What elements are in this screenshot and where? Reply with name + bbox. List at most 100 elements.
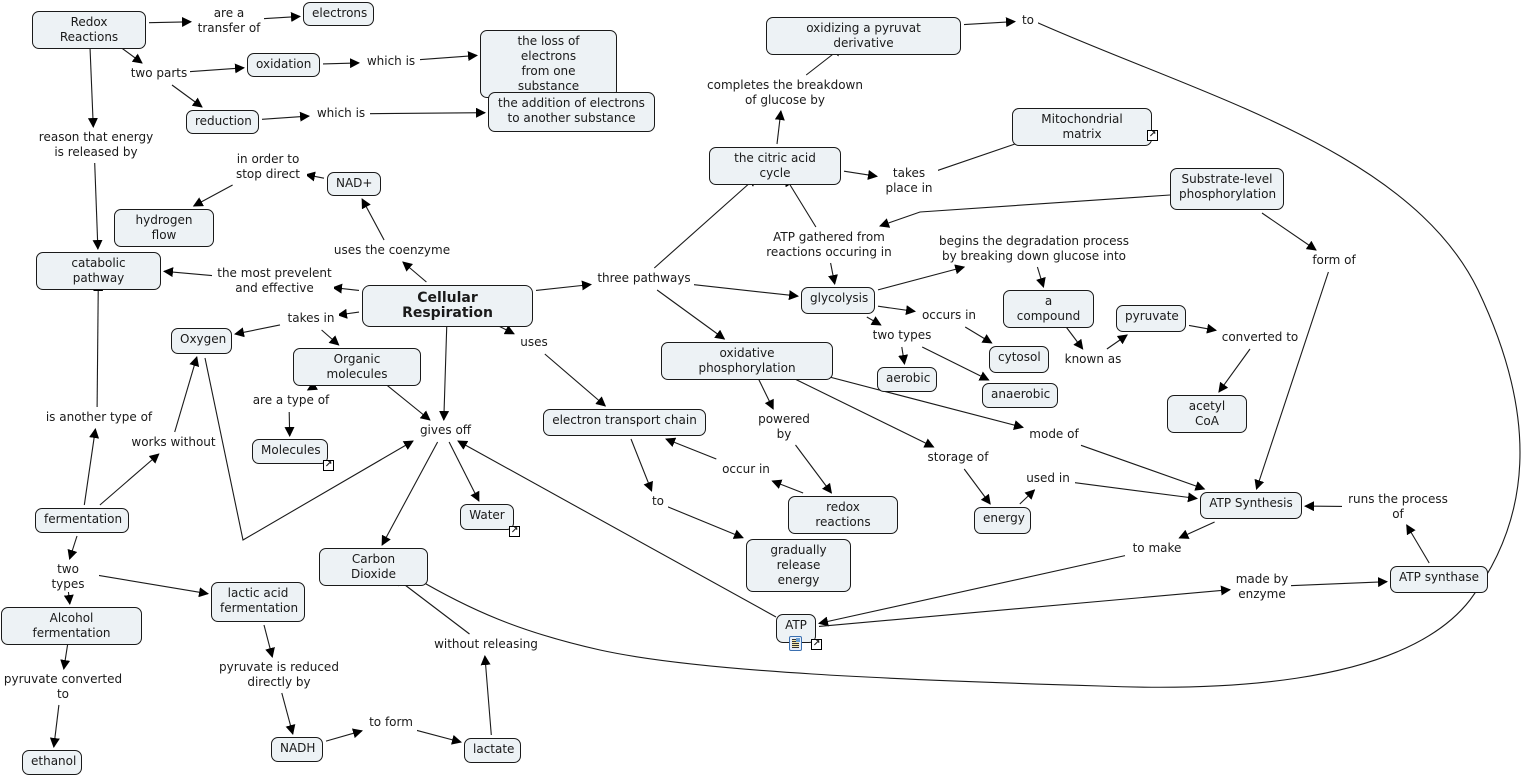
connection-oxidation-to-p-whichis1[interactable] [322, 58, 360, 69]
connection-p-atpgathered-to-citric[interactable] [784, 176, 817, 228]
connection-p-occurin-to-etc[interactable] [665, 437, 717, 460]
connection-p-to-etc-to-gradual[interactable] [666, 505, 744, 539]
connection-p-anothertype-to-catabolic[interactable] [93, 281, 104, 408]
concept-loss[interactable]: the loss of electrons from one substance [480, 30, 617, 98]
connection-p-workswithout-to-oxygen[interactable] [174, 356, 200, 433]
connection-p-toform-to-lactate[interactable] [415, 729, 462, 745]
linking-phrase-p-coenzyme[interactable]: uses the coenzyme [331, 243, 453, 259]
connection-p-uses-to-etc[interactable] [544, 353, 607, 407]
linking-phrase-p-runs[interactable]: runs the process of [1345, 492, 1451, 522]
concept-oxphos[interactable]: oxidative phosphorylation [661, 342, 833, 380]
concept-oxidation[interactable]: oxidation [247, 53, 320, 77]
concept-anaerobic[interactable]: anaerobic [982, 383, 1058, 408]
connection-cr-to-p-three[interactable] [535, 280, 592, 291]
linking-phrase-p-begins[interactable]: begins the degradation process by breaki… [936, 234, 1132, 264]
connection-p-transfer-to-electrons[interactable] [262, 11, 301, 22]
connection-reduction-to-p-whichis2[interactable] [261, 111, 310, 122]
connection-p-convto-to-acetyl[interactable] [1218, 348, 1251, 393]
linking-phrase-p-prevelent[interactable]: the most prevelent and effective [215, 266, 334, 296]
concept-ethanol[interactable]: ethanol [22, 750, 82, 775]
connection-fermentation-to-p-twotypes-f[interactable] [67, 535, 78, 560]
connection-oxphos-to-p-modeof[interactable] [810, 371, 1024, 430]
shortcut-link-icon[interactable]: ↗ [1147, 130, 1158, 141]
concept-oxpyr[interactable]: oxidizing a pyruvat derivative [766, 17, 961, 55]
concept-water[interactable]: Water [460, 504, 514, 530]
connection-p-coenzyme-to-nad[interactable] [361, 198, 385, 241]
linking-phrase-p-whichis2[interactable]: which is [312, 106, 370, 122]
connection-oxpyr-to-p-to-top[interactable] [963, 17, 1016, 28]
linking-phrase-p-typeof[interactable]: are a type of [249, 393, 333, 409]
concept-lactic[interactable]: lactic acid fermentation [211, 582, 305, 622]
linking-phrase-p-occursin[interactable]: occurs in [918, 308, 980, 324]
connection-p-modeof-to-atpsyn[interactable] [1080, 444, 1206, 491]
concept-redox2[interactable]: redox reactions [788, 496, 898, 534]
connection-p-typeof-to-molecules[interactable] [284, 411, 295, 437]
concept-atpsyn[interactable]: ATP Synthesis [1200, 492, 1302, 519]
concept-etc[interactable]: electron transport chain [543, 409, 706, 436]
linking-phrase-p-inorder[interactable]: in order to stop direct [229, 152, 307, 182]
linking-phrase-p-powered[interactable]: powered by [754, 412, 814, 442]
linking-phrase-p-whichis1[interactable]: which is [362, 54, 420, 70]
connection-glycolysis-to-p-begins[interactable] [877, 264, 966, 291]
connection-p-twoparts-to-reduction[interactable] [171, 84, 203, 108]
connection-oxygen-to-p-givesoff[interactable] [204, 357, 414, 541]
concept-glycolysis[interactable]: glycolysis [801, 287, 875, 314]
concept-citric[interactable]: the citric acid cycle [709, 147, 841, 185]
linking-phrase-p-completes[interactable]: completes the breakdown of glucose by [704, 78, 866, 108]
connection-p-givesoff-to-water[interactable] [448, 441, 480, 502]
concept-aerobic[interactable]: aerobic [877, 367, 937, 392]
shortcut-link-icon[interactable]: ↗ [811, 639, 822, 650]
connection-cr-to-p-givesoff[interactable] [439, 317, 450, 421]
linking-phrase-p-convto[interactable]: converted to [1219, 330, 1301, 346]
connection-p-madeby-to-atpase[interactable] [1289, 577, 1388, 588]
linking-phrase-p-withoutrel[interactable]: without releasing [430, 637, 542, 653]
connection-p-occursin-to-cytosol[interactable] [964, 326, 993, 344]
concept-mito[interactable]: Mitochondrial matrix [1012, 108, 1152, 146]
linking-phrase-p-takesplace[interactable]: takes place in [880, 166, 938, 196]
connection-p-to-top-to-co2[interactable] [413, 21, 1521, 688]
connection-p-givesoff-to-co2[interactable] [381, 441, 439, 546]
connection-p-whichis2-to-addition[interactable] [368, 107, 486, 118]
concept-pyruvate[interactable]: pyruvate [1116, 305, 1186, 332]
connection-redox-to-p-reason[interactable] [87, 39, 98, 128]
connection-p-twotypes-f-to-lactic[interactable] [97, 574, 209, 598]
connection-p-pyrreduced-to-nadh[interactable] [281, 692, 296, 735]
concept-acetyl[interactable]: acetyl CoA [1167, 395, 1247, 433]
linking-phrase-p-three[interactable]: three pathways [594, 271, 694, 287]
connection-atp-to-p-madeby[interactable] [818, 585, 1231, 627]
connection-p-pyrconv-to-ethanol[interactable] [49, 704, 60, 748]
linking-phrase-p-takesin[interactable]: takes in [283, 311, 339, 327]
concept-compound[interactable]: a compound [1003, 290, 1094, 328]
connection-p-powered-to-redox2[interactable] [795, 444, 832, 494]
connection-p-atpgathered-to-glycolysis[interactable] [828, 262, 838, 285]
shortcut-link-icon[interactable]: ↗ [323, 460, 334, 471]
connection-redox-to-p-transfer[interactable] [148, 16, 192, 27]
connection-atp-to-p-givesoff[interactable] [457, 440, 777, 618]
connection-atpase-to-p-runs[interactable] [1406, 524, 1430, 564]
connection-p-whichis1-to-loss[interactable] [418, 51, 478, 62]
connection-p-takesin-to-organic[interactable] [321, 329, 340, 346]
linking-phrase-p-anothertype[interactable]: is another type of [43, 410, 155, 426]
connection-lactate-to-p-withoutrel[interactable] [480, 655, 492, 736]
concept-alcohol[interactable]: Alcohol fermentation [1, 607, 142, 645]
linking-phrase-p-formof[interactable]: form of [1308, 253, 1360, 269]
connection-oxphos-to-p-storage[interactable] [780, 371, 935, 448]
connection-p-knownas-to-pyruvate[interactable] [1106, 334, 1128, 350]
concept-hflow[interactable]: hydrogen flow [114, 209, 214, 247]
connection-citric-to-p-completes[interactable] [774, 110, 785, 145]
connection-p-withoutrel-to-co2[interactable] [393, 576, 470, 635]
connection-p-three-to-citric[interactable] [653, 176, 758, 269]
concept-addition[interactable]: the addition of electrons to another sub… [488, 92, 655, 132]
connection-energy-to-p-usedin[interactable] [1019, 489, 1036, 505]
attached-document-icon[interactable] [789, 636, 802, 651]
linking-phrase-p-usedin[interactable]: used in [1021, 471, 1075, 487]
connection-substrate-to-p-formof[interactable] [1261, 212, 1317, 251]
connection-p-inorder-to-hflow[interactable] [192, 184, 233, 207]
connection-p-three-to-glycolysis[interactable] [692, 284, 799, 301]
concept-organic[interactable]: Organic molecules [293, 348, 421, 386]
connection-citric-to-p-takesplace[interactable] [843, 169, 878, 180]
linking-phrase-p-knownas[interactable]: known as [1060, 352, 1126, 368]
concept-molecules[interactable]: Molecules [252, 439, 328, 464]
connection-substrate-to-p-atpgathered[interactable] [879, 194, 1171, 228]
connection-p-storage-to-energy[interactable] [963, 468, 991, 505]
